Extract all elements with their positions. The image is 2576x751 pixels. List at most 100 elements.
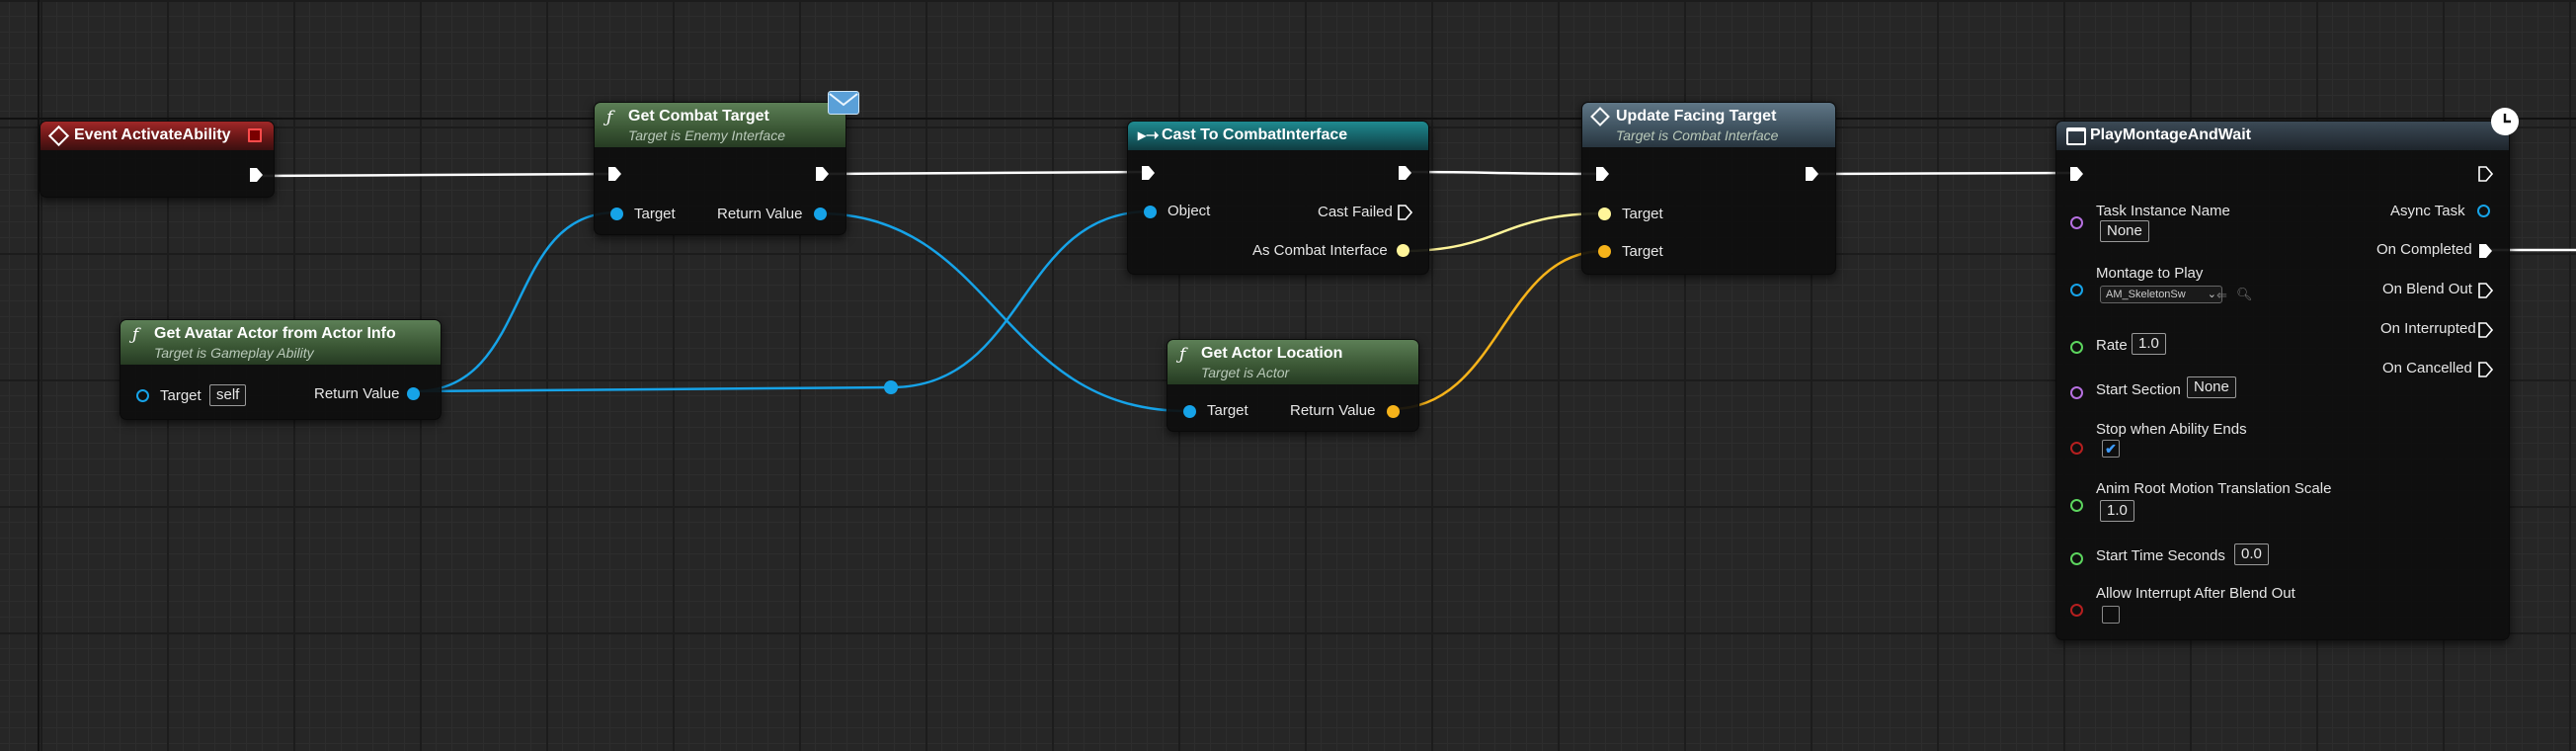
start-section-pin[interactable] bbox=[2070, 386, 2083, 399]
reroute-node bbox=[884, 380, 898, 394]
graph-axis-horizontal bbox=[0, 118, 2576, 120]
graph-axis-vertical bbox=[38, 0, 40, 751]
exec-out-pin[interactable] bbox=[2477, 166, 2493, 182]
object-wire-returnvalue-to-location-target bbox=[817, 211, 1188, 413]
task-instance-name-label: Task Instance Name bbox=[2096, 203, 2230, 219]
allow-interrupt-checkbox[interactable] bbox=[2102, 606, 2120, 624]
rate-pin[interactable] bbox=[2070, 341, 2083, 354]
exec-out-pin[interactable] bbox=[248, 167, 264, 183]
task-instance-name-pin[interactable] bbox=[2070, 216, 2083, 229]
update-facing-title: Update Facing Target bbox=[1616, 108, 1777, 125]
object-label: Object bbox=[1167, 203, 1211, 219]
anim-root-motion-pin[interactable] bbox=[2070, 499, 2083, 512]
exec-in-pin[interactable] bbox=[2068, 166, 2084, 182]
allow-interrupt-label: Allow Interrupt After Blend Out bbox=[2096, 585, 2295, 602]
on-completed-label: On Completed bbox=[2376, 241, 2472, 258]
stop-when-ability-ends-pin[interactable] bbox=[2070, 442, 2083, 455]
return-value-label: Return Value bbox=[717, 206, 803, 222]
on-blend-out-pin[interactable] bbox=[2477, 283, 2493, 298]
get-avatar-actor-header[interactable]: ƒ Get Avatar Actor from Actor Info Targe… bbox=[121, 320, 441, 365]
exec-wire-event-to-getcombat bbox=[258, 172, 613, 178]
event-node-header[interactable]: Event ActivateAbility bbox=[40, 122, 274, 150]
exec-in-pin[interactable] bbox=[1594, 166, 1610, 182]
update-facing-target-node[interactable]: Update Facing Target Target is Combat In… bbox=[1581, 102, 1836, 275]
vector-wire-location-to-update-target bbox=[1390, 249, 1605, 411]
async-task-pin[interactable] bbox=[2477, 205, 2490, 217]
target-pin[interactable] bbox=[136, 389, 149, 402]
interface-wire-cast-to-update-target bbox=[1402, 211, 1605, 253]
return-value-pin[interactable] bbox=[814, 208, 827, 220]
stop-when-ability-ends-checkbox[interactable]: ✔ bbox=[2102, 440, 2120, 458]
use-selected-asset-icon[interactable]: ⇐ bbox=[2216, 288, 2227, 302]
cast-arrow-icon: ▸➝ bbox=[1138, 127, 1160, 144]
anim-root-motion-input[interactable]: 1.0 bbox=[2100, 500, 2134, 522]
allow-interrupt-pin[interactable] bbox=[2070, 604, 2083, 617]
async-task-label: Async Task bbox=[2390, 203, 2465, 219]
return-value-label: Return Value bbox=[314, 385, 400, 402]
event-activateability-node[interactable]: Event ActivateAbility bbox=[40, 121, 275, 198]
chevron-down-icon: ⌄ bbox=[2207, 289, 2216, 300]
update-facing-subtitle: Target is Combat Interface bbox=[1616, 127, 1779, 143]
exec-out-pin[interactable] bbox=[1397, 165, 1412, 181]
message-diamond-icon bbox=[1590, 107, 1610, 126]
montage-to-play-label: Montage to Play bbox=[2096, 265, 2204, 282]
on-interrupted-pin[interactable] bbox=[2477, 322, 2493, 338]
target-label-1: Target bbox=[1622, 206, 1663, 222]
return-value-pin[interactable] bbox=[1387, 405, 1400, 418]
target-interface-pin[interactable] bbox=[1598, 208, 1611, 220]
on-cancelled-label: On Cancelled bbox=[2382, 360, 2472, 376]
play-montage-header[interactable]: PlayMontageAndWait bbox=[2056, 122, 2509, 150]
clock-icon bbox=[2491, 108, 2519, 135]
play-montage-and-wait-node[interactable]: PlayMontageAndWait Task Instance Name No… bbox=[2055, 108, 2519, 640]
exec-out-pin[interactable] bbox=[814, 166, 830, 182]
montage-to-play-dropdown[interactable]: AM_SkeletonSw ⌄ bbox=[2100, 286, 2222, 303]
return-value-pin[interactable] bbox=[407, 387, 420, 400]
rate-input[interactable]: 1.0 bbox=[2132, 333, 2166, 355]
get-actor-location-subtitle: Target is Actor bbox=[1201, 365, 1290, 380]
exec-in-pin[interactable] bbox=[606, 166, 622, 182]
exec-wire-update-to-montage bbox=[1816, 171, 2075, 176]
as-combat-interface-pin[interactable] bbox=[1397, 244, 1409, 257]
object-pin[interactable] bbox=[1144, 206, 1157, 218]
get-combat-target-header[interactable]: ƒ Get Combat Target Target is Enemy Inte… bbox=[595, 103, 845, 147]
start-time-seconds-pin[interactable] bbox=[2070, 552, 2083, 565]
envelope-icon bbox=[828, 91, 859, 115]
target-pin[interactable] bbox=[610, 208, 623, 220]
start-time-seconds-label: Start Time Seconds bbox=[2096, 547, 2225, 564]
cast-to-combatinterface-node[interactable]: ▸➝ Cast To CombatInterface Object Cast F… bbox=[1127, 121, 1429, 275]
cast-failed-pin[interactable] bbox=[1397, 205, 1412, 220]
target-label-2: Target bbox=[1622, 243, 1663, 260]
on-cancelled-pin[interactable] bbox=[2477, 362, 2493, 377]
get-combat-target-subtitle: Target is Enemy Interface bbox=[628, 127, 786, 143]
task-instance-name-input[interactable]: None bbox=[2100, 220, 2149, 242]
event-node-title: Event ActivateAbility bbox=[74, 126, 231, 143]
start-section-input[interactable]: None bbox=[2187, 376, 2236, 398]
cast-node-title: Cast To CombatInterface bbox=[1162, 126, 1348, 143]
exec-wire-getcombat-to-cast bbox=[827, 170, 1149, 176]
start-time-seconds-input[interactable]: 0.0 bbox=[2234, 543, 2269, 565]
anim-root-motion-label: Anim Root Motion Translation Scale bbox=[2096, 480, 2332, 497]
exec-in-pin[interactable] bbox=[1140, 165, 1156, 181]
delegate-pin-icon[interactable] bbox=[248, 128, 262, 142]
exec-out-pin[interactable] bbox=[1804, 166, 1819, 182]
get-avatar-actor-node[interactable]: ƒ Get Avatar Actor from Actor Info Targe… bbox=[120, 319, 442, 420]
stop-when-ability-ends-label: Stop when Ability Ends bbox=[2096, 421, 2247, 438]
update-facing-header[interactable]: Update Facing Target Target is Combat In… bbox=[1582, 103, 1835, 147]
get-combat-target-node[interactable]: ƒ Get Combat Target Target is Enemy Inte… bbox=[594, 91, 859, 235]
target-pin[interactable] bbox=[1183, 405, 1196, 418]
cast-node-header[interactable]: ▸➝ Cast To CombatInterface bbox=[1128, 122, 1428, 150]
get-avatar-actor-subtitle: Target is Gameplay Ability bbox=[154, 345, 314, 361]
as-combat-interface-label: As Combat Interface bbox=[1252, 242, 1388, 259]
rate-label: Rate bbox=[2096, 337, 2128, 354]
object-wire-avatar-to-reroute bbox=[414, 385, 892, 393]
target-vector-pin[interactable] bbox=[1598, 245, 1611, 258]
get-actor-location-node[interactable]: ƒ Get Actor Location Target is Actor Tar… bbox=[1167, 339, 1419, 432]
on-completed-pin[interactable] bbox=[2477, 243, 2493, 259]
target-self-input[interactable]: self bbox=[209, 384, 247, 406]
montage-to-play-pin[interactable] bbox=[2070, 284, 2083, 296]
browse-asset-icon[interactable]: 🔍︎ bbox=[2236, 287, 2253, 301]
get-actor-location-header[interactable]: ƒ Get Actor Location Target is Actor bbox=[1167, 340, 1418, 384]
montage-dropdown-value: AM_SkeletonSw bbox=[2106, 289, 2186, 300]
on-blend-out-label: On Blend Out bbox=[2382, 281, 2472, 297]
object-wire-reroute-to-cast-object bbox=[890, 209, 1151, 389]
